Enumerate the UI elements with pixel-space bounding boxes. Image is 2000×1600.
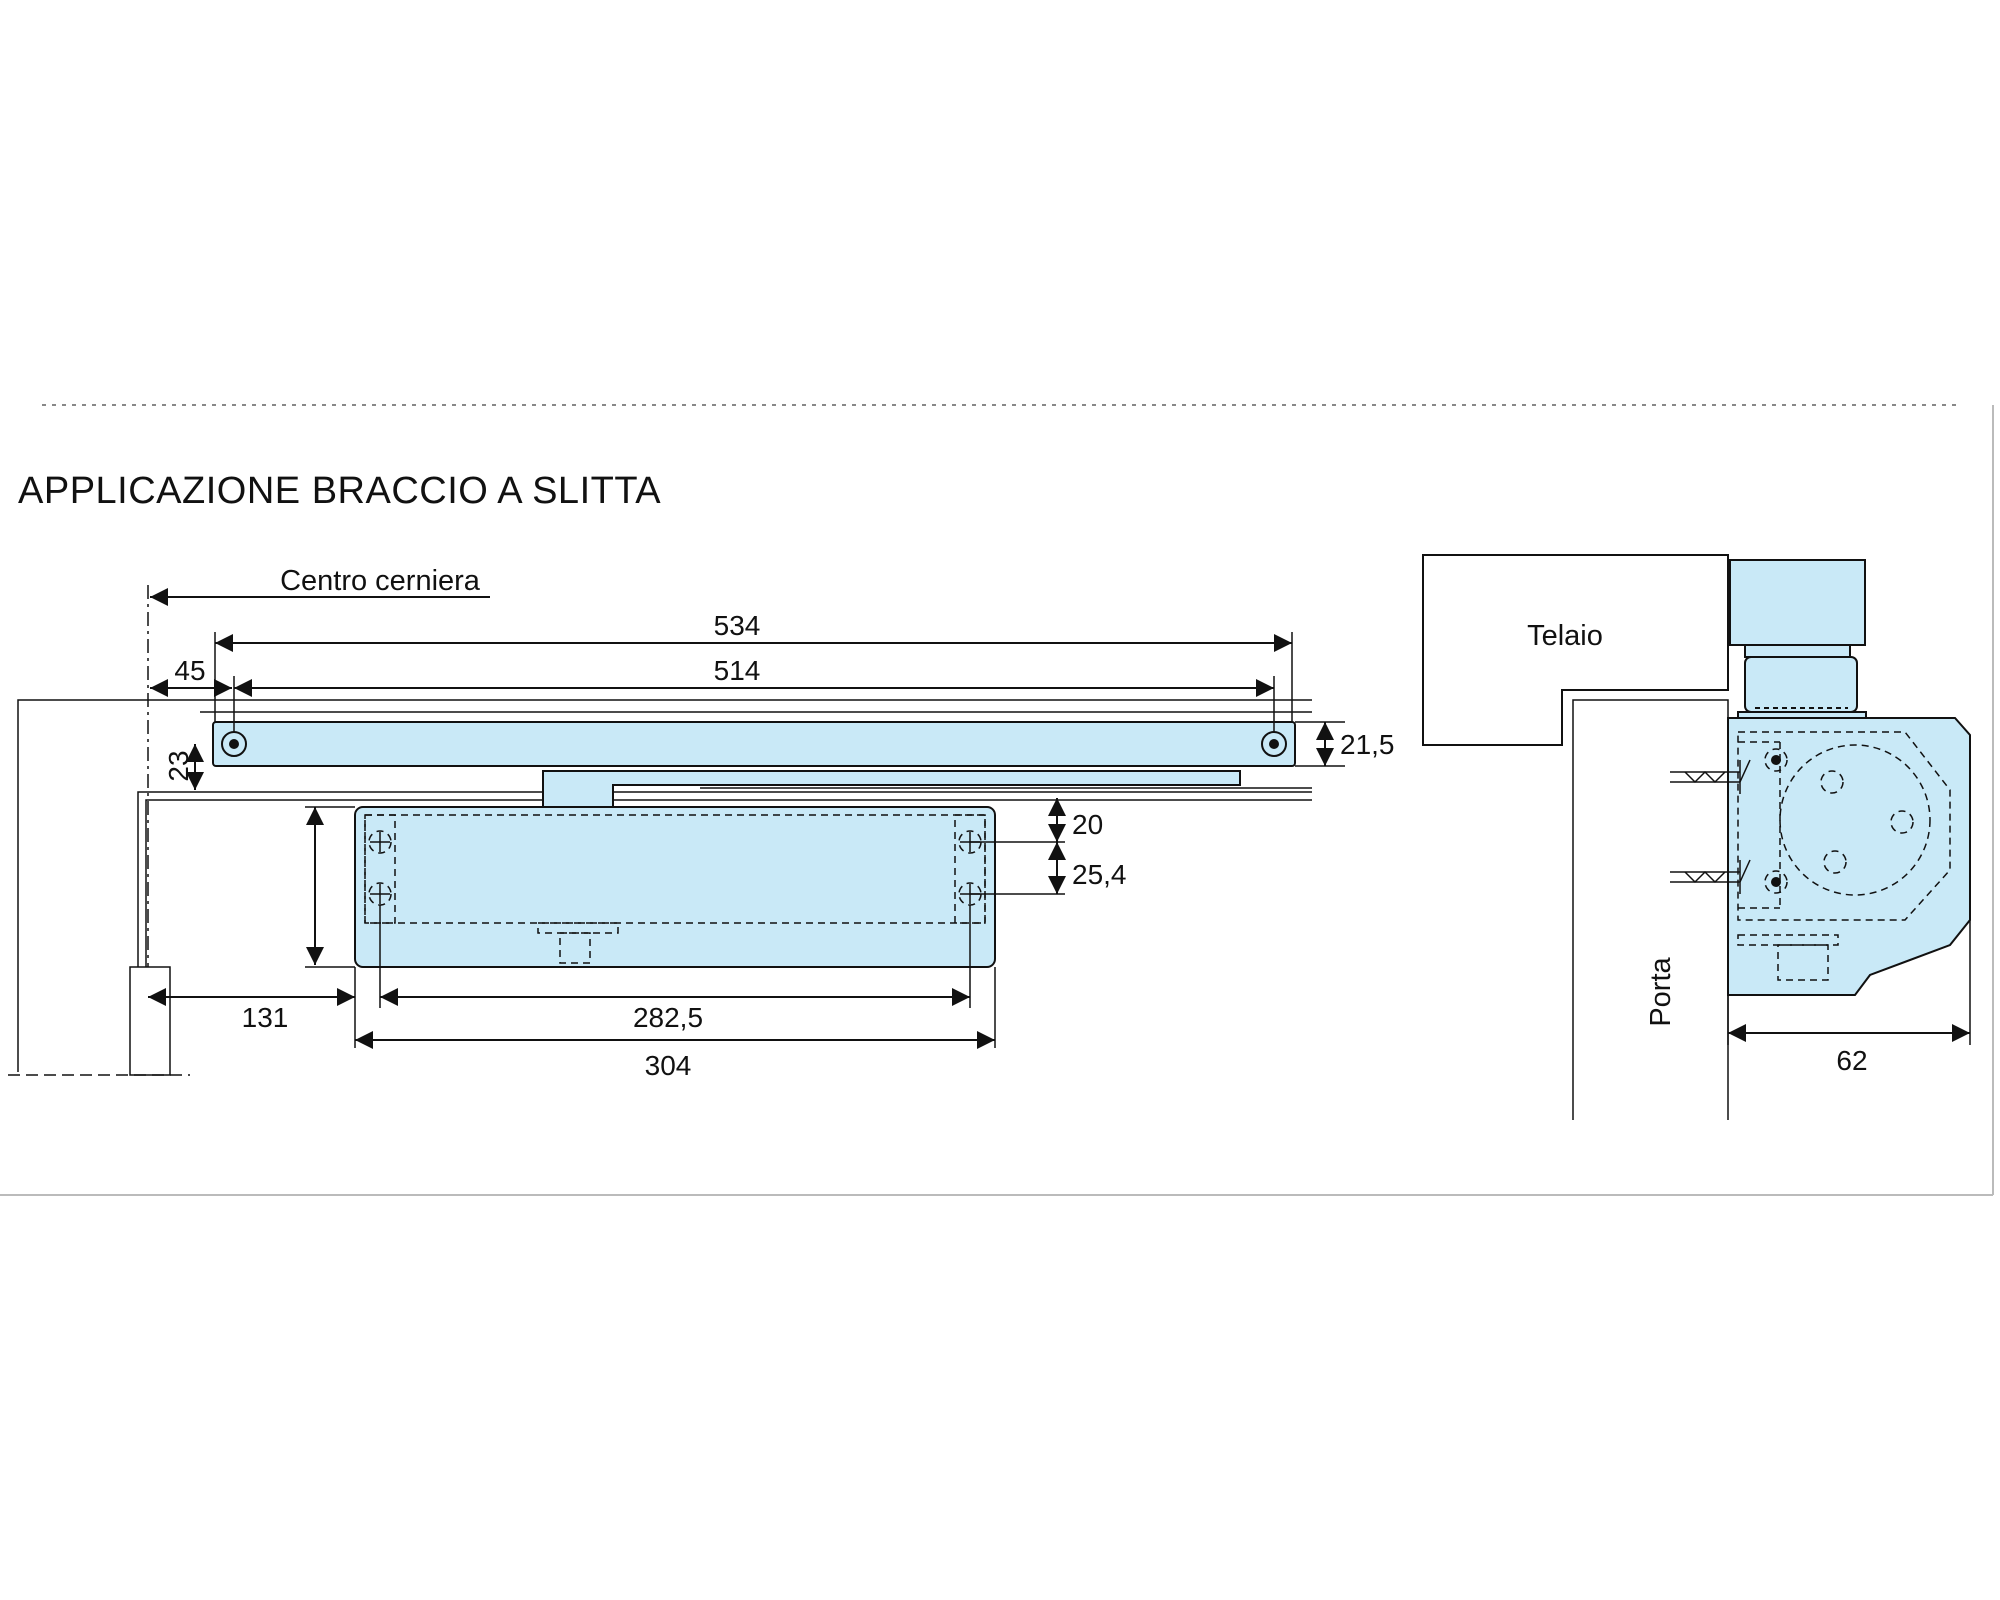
side-screw-hole-bottom <box>1764 870 1788 894</box>
door-label: Porta <box>1645 956 1677 1026</box>
frame-mount-plate <box>1744 644 1851 658</box>
frame-mount-block <box>1729 559 1866 646</box>
slide-rail <box>212 721 1296 767</box>
screw-bottom <box>1670 859 1751 894</box>
dim-20-label: 20 <box>1072 809 1103 840</box>
dim-534-label: 534 <box>714 610 761 641</box>
pinion-circle <box>1779 744 1931 896</box>
dim-23-label: 23 <box>163 750 194 781</box>
page-title: APPLICAZIONE BRACCIO A SLITTA <box>18 470 662 512</box>
door-section <box>1572 699 1729 1120</box>
closer-side-hidden-outline <box>1737 731 1951 921</box>
adjustment-valve-slot <box>537 922 619 934</box>
dim-282-5-label: 282,5 <box>633 1002 703 1033</box>
adjustment-valve <box>559 932 591 964</box>
pinion-hole-2 <box>1890 810 1914 834</box>
closer-side-body <box>1727 717 1971 996</box>
hinge-block <box>129 966 171 1076</box>
closer-body <box>354 806 996 968</box>
dim-62-label: 62 <box>1836 1045 1867 1076</box>
dim-25-4-label: 25,4 <box>1072 859 1127 890</box>
closer-body-end-left <box>364 814 396 924</box>
arm-pivot <box>1744 656 1858 713</box>
dim-21-5-label: 21,5 <box>1340 729 1395 760</box>
pinion-hole-3 <box>1823 850 1847 874</box>
side-screw-hole-top <box>1764 748 1788 772</box>
frame-label: Telaio <box>1527 620 1603 652</box>
pinion-hole-1 <box>1820 770 1844 794</box>
slide-arm <box>542 770 1241 809</box>
screw-top <box>1670 759 1751 794</box>
hinge-center-label: Centro cerniera <box>280 565 481 597</box>
dim-131-label: 131 <box>242 1002 289 1033</box>
frame-section <box>1422 554 1729 746</box>
dim-304-label: 304 <box>645 1050 692 1081</box>
side-valve <box>1777 944 1829 981</box>
closer-body-end-right <box>954 814 986 924</box>
body-hole-tl <box>368 830 392 854</box>
dim-514-label: 514 <box>714 655 761 686</box>
side-valve-slot <box>1737 934 1839 946</box>
dim-45-label: 45 <box>174 655 205 686</box>
wall-outline <box>17 699 1312 1072</box>
